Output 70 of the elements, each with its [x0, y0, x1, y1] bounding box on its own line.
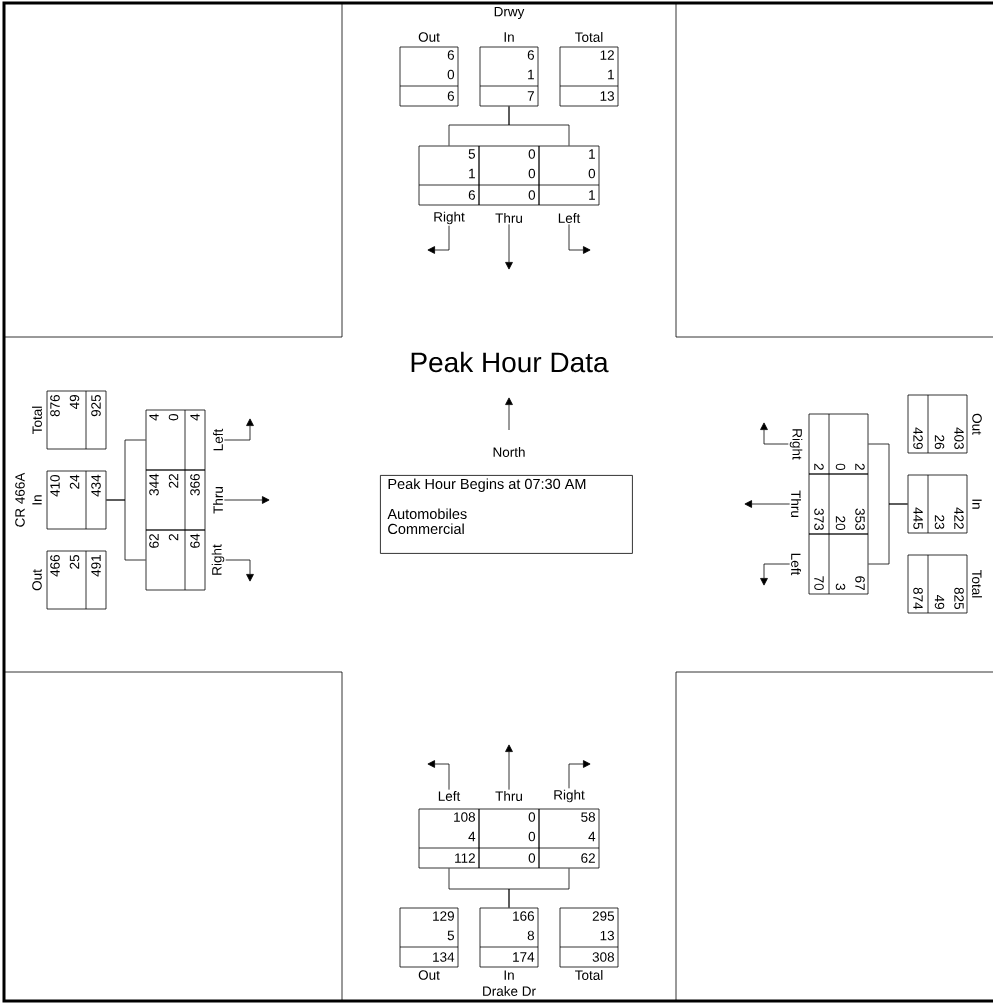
count-box: 12 1 13 — [559, 46, 619, 107]
movement-label: Left — [438, 791, 461, 801]
movement-label: Right — [789, 429, 803, 460]
column-header: Out — [972, 413, 982, 435]
road-name: CR 466A — [15, 472, 25, 527]
column-header: Total — [972, 570, 982, 598]
turn-arrow — [427, 760, 450, 791]
column-header: Out — [418, 970, 440, 980]
movement-count-box: 67 3 70 — [808, 533, 869, 595]
movement-label: Left — [213, 428, 223, 451]
movement-count-box: 2 0 2 — [808, 413, 869, 475]
turn-arrow — [568, 223, 591, 254]
movement-count-box: 353 20 373 — [808, 473, 869, 535]
bracket-line — [508, 868, 570, 908]
turn-arrow — [427, 225, 450, 254]
movement-count-box: 4 0 4 — [145, 409, 206, 471]
column-header: Total — [575, 970, 603, 980]
info-box: Peak Hour Begins at 07:30 AM Automobiles Commercial — [380, 475, 633, 554]
count-box: 825 49 874 — [907, 554, 968, 614]
column-header: Total — [575, 32, 603, 42]
count-box: 410 24 434 — [46, 470, 107, 530]
count-box: 6 0 6 — [399, 46, 459, 107]
turn-arrow — [568, 760, 591, 789]
count-box: 295 13 308 — [559, 907, 619, 968]
movement-count-box: 62 2 64 — [145, 529, 206, 591]
movement-count-box: 1 0 1 — [538, 145, 600, 206]
movement-label: Left — [791, 553, 801, 576]
movement-label: Left — [558, 213, 581, 223]
count-box: 166 8 174 — [479, 907, 539, 968]
movement-label: Thru — [213, 487, 223, 514]
movement-count-box: 5 1 6 — [418, 145, 480, 206]
column-header: In — [32, 495, 42, 505]
column-header: Total — [32, 406, 42, 434]
movement-label: Right — [211, 544, 225, 575]
turn-arrow — [744, 500, 791, 508]
title: Peak Hour Data — [411, 351, 609, 373]
movement-label: Thru — [495, 213, 522, 223]
turn-arrow — [760, 422, 789, 445]
movement-label: Thru — [495, 791, 522, 801]
count-box: 6 1 7 — [479, 46, 539, 107]
turn-arrow — [760, 563, 791, 586]
road-name: Drwy — [494, 6, 525, 20]
north-label: North — [493, 447, 525, 457]
bracket-line — [508, 106, 570, 146]
bracket-line — [868, 503, 908, 565]
column-header: Out — [418, 32, 440, 42]
movement-count-box: 108 4 112 — [418, 808, 480, 869]
count-box: 466 25 491 — [46, 550, 107, 610]
turn-arrow — [223, 496, 270, 504]
turn-arrow — [505, 744, 513, 791]
turn-arrow — [505, 223, 513, 270]
count-box: 876 49 925 — [46, 390, 107, 450]
movement-count-box: 344 22 366 — [145, 469, 206, 531]
count-box: 129 5 134 — [399, 907, 459, 968]
movement-label: Right — [434, 211, 465, 225]
road-name: Drake Dr — [483, 986, 536, 996]
turn-arrow — [223, 418, 254, 441]
column-header: In — [504, 970, 514, 980]
movement-label: Thru — [791, 490, 801, 517]
count-box: 403 26 429 — [907, 394, 968, 454]
movement-count-box: 0 0 0 — [478, 808, 540, 869]
count-box: 422 23 445 — [907, 474, 968, 534]
movement-count-box: 0 0 0 — [478, 145, 540, 206]
movement-label: Right — [554, 789, 585, 803]
movement-count-box: 58 4 62 — [538, 808, 600, 869]
column-header: In — [972, 499, 982, 509]
column-header: Out — [32, 569, 42, 591]
column-header: In — [504, 32, 514, 42]
bracket-line — [106, 499, 146, 561]
turn-arrow — [225, 559, 254, 582]
